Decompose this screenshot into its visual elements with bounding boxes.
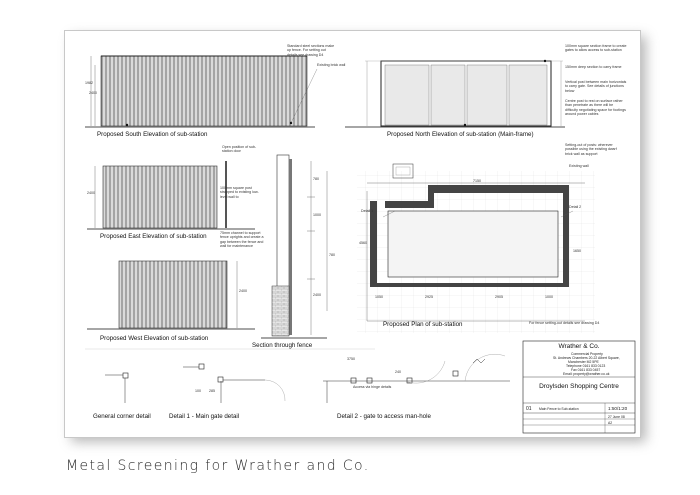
south-elevation-title: Proposed South Elevation of sub-station	[97, 131, 208, 138]
drawing-number: 01	[526, 406, 532, 412]
company-email: Email: property@wrather.co.uk	[563, 372, 610, 376]
dim-section-d: 2400	[313, 293, 321, 297]
drawing-title: Main Fence to Sub-station	[539, 407, 579, 411]
note-plan-c: For fence setting-out details see drawin…	[529, 321, 600, 325]
dim-section-b: 1000	[313, 213, 321, 217]
dim-plan-r: 1650	[573, 249, 581, 253]
dim-plan-b4: 1000	[545, 295, 553, 299]
company-tel: Telephone 0161 833 0123	[566, 364, 606, 368]
section-through-fence	[261, 154, 328, 339]
note-south-a: Standard steel sections make up fence. F…	[287, 44, 335, 57]
dim-plan-b3: 2905	[495, 295, 503, 299]
company-addr3: Manchester M2 5PE	[568, 360, 599, 364]
section-title: Section through fence	[252, 342, 313, 349]
company-addr2: St. Andrews Chambers 20-22 Albert Square…	[553, 356, 620, 360]
note-north-b: 150mm deep section to carry frame	[565, 65, 622, 69]
company-addr1: Commercial Property	[571, 352, 603, 356]
dim-south-h2: 2400	[89, 91, 97, 95]
dim-det1-a: 100	[195, 389, 201, 393]
company-fax: Fax 0161 833 0457	[571, 368, 601, 372]
detail2-note: Access via hinge details	[353, 385, 392, 389]
dim-plan-b2: 2925	[425, 295, 433, 299]
dim-south-h: 1982	[85, 81, 93, 85]
west-elevation	[87, 260, 255, 330]
note-plan-a: Setting-out of posts: wherever possible …	[565, 143, 617, 156]
north-elevation	[345, 59, 565, 128]
drawing-canvas	[85, 55, 636, 434]
note-north-d: Centre post to rest on surface rather th…	[565, 99, 626, 117]
plan-callout-2: Detail 2	[569, 205, 582, 209]
drawing-date: 27 June 08	[608, 415, 625, 419]
project-name: Droylsden Shopping Centre	[539, 383, 619, 390]
drawing-scale: 1:50/1:20	[608, 406, 628, 411]
north-elevation-title: Proposed North Elevation of sub-station …	[387, 131, 534, 138]
note-north-c: Vertical post between main horizontals t…	[565, 80, 627, 93]
dim-det2-mid: 240	[395, 370, 401, 374]
bottom-details	[85, 348, 510, 403]
detail2-title: Detail 2 - gate to access man-hole	[337, 413, 431, 420]
south-elevation	[85, 55, 318, 128]
dim-det2-top: 3750	[347, 357, 355, 361]
company-name: Wrather & Co.	[558, 343, 600, 350]
note-east-b: 100mm square post strapped to existing l…	[220, 186, 259, 199]
detail1-title: Detail 1 - Main gate detail	[169, 413, 240, 420]
note-east-a: Open position of sub-station door	[222, 145, 257, 154]
corner-detail-title: General corner detail	[93, 413, 151, 420]
east-elevation-title: Proposed East Elevation of sub-station	[100, 233, 207, 240]
west-elevation-title: Proposed West Elevation of sub-station	[100, 335, 209, 342]
dim-east-h: 2400	[87, 191, 95, 195]
dim-section-c: 780	[329, 253, 335, 257]
title-block	[522, 340, 636, 434]
drawing-sheet-size: A2	[608, 421, 613, 425]
drawing-sheet: Proposed South Elevation of sub-station …	[64, 30, 641, 438]
plan-title: Proposed Plan of sub-station	[383, 321, 463, 328]
plan-callout-1: Detail 1	[361, 209, 374, 213]
east-elevation	[87, 161, 255, 230]
dim-west-h: 2400	[239, 289, 247, 293]
dim-det1-b: 285	[209, 389, 215, 393]
note-south-b: Existing brick wall	[317, 63, 346, 67]
note-plan-b: Existing wall	[569, 164, 589, 168]
dim-section-a: 780	[313, 177, 319, 181]
note-east-c: 75mm channel to support fence uprights a…	[220, 231, 264, 249]
dim-plan-left: 4560	[359, 241, 367, 245]
site-plan	[357, 163, 595, 333]
dim-plan-top: 7150	[473, 179, 481, 183]
dim-plan-b1: 1050	[375, 295, 383, 299]
note-north-a: 100mm square section frame to create gat…	[565, 44, 627, 53]
image-caption: Metal Screening for Wrather and Co.	[66, 458, 370, 474]
